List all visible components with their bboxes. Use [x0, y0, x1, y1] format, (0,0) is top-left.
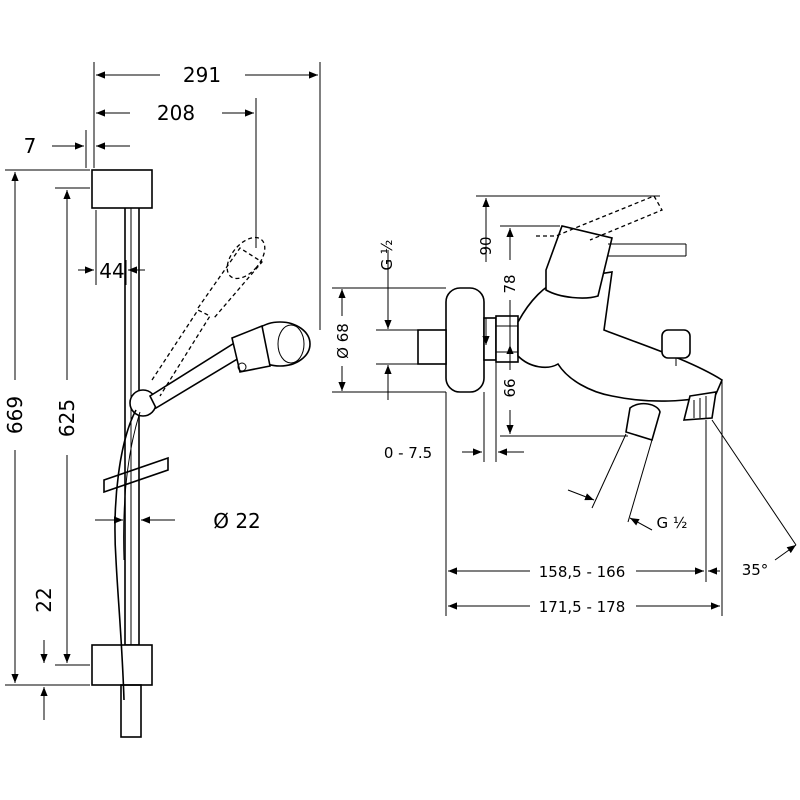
dim-projection-short: 158,5 - 166 — [539, 563, 626, 581]
shower-rail-set: 291 208 7 44 669 625 22 Ø 22 — [3, 62, 321, 738]
rail — [124, 204, 140, 646]
dim-291: 291 — [183, 63, 221, 87]
dim-angle-35: 35° — [742, 561, 769, 579]
bath-mixer: Ø 68 G ½ 90 78 66 0 - 7.5 G ½ — [332, 195, 797, 616]
dim-78: 78 — [501, 274, 519, 293]
dim-669: 669 — [3, 396, 27, 434]
inlet-thread: G ½ — [378, 240, 396, 271]
dim-22-bottom: 22 — [32, 587, 56, 612]
dim-625: 625 — [55, 399, 79, 437]
handshower — [148, 321, 311, 410]
dim-44: 44 — [99, 259, 124, 283]
dim-90: 90 — [477, 236, 495, 255]
dim-208: 208 — [157, 101, 195, 125]
wall-rosette — [445, 287, 485, 393]
dim-66: 66 — [501, 378, 519, 397]
outlet-thread: G ½ — [657, 514, 688, 532]
dim-projection-long: 171,5 - 178 — [539, 598, 626, 616]
top-wall-holder — [91, 169, 153, 209]
handshower-swivel-position — [151, 236, 266, 397]
dim-wall-adjust: 0 - 7.5 — [384, 444, 432, 462]
shower-hose — [114, 409, 137, 701]
dim-diameter-22: Ø 22 — [213, 509, 261, 533]
dim-7: 7 — [24, 134, 37, 158]
dim-diameter-68: Ø 68 — [334, 323, 352, 359]
